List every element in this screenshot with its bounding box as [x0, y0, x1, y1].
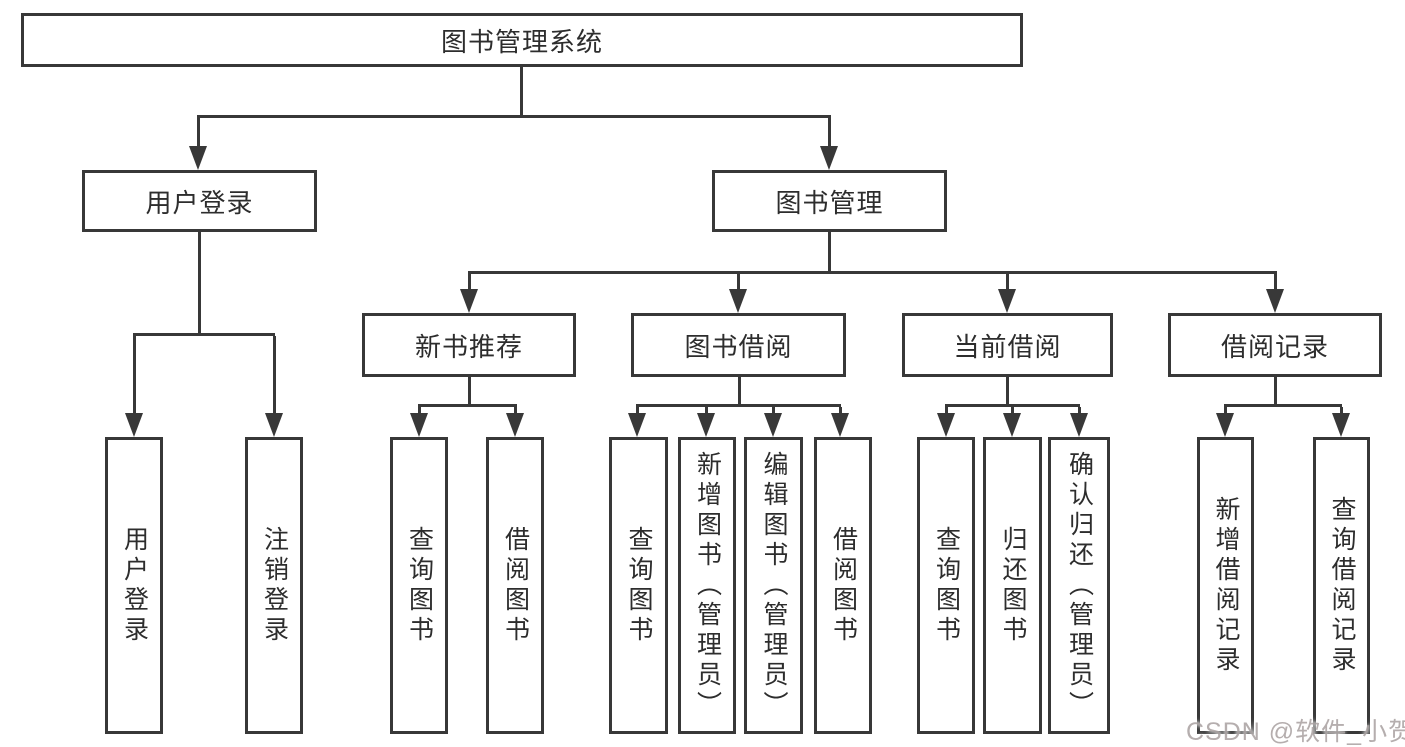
leaf-query-books-current: 查询图书: [917, 437, 975, 734]
leaf-query-books-recommend-label: 查询图书: [405, 525, 434, 646]
arrow-down-icon: [1070, 413, 1088, 437]
connector-user-leaf1-line: [133, 336, 136, 413]
leaf-logout-label: 注销登录: [260, 525, 289, 646]
arrow-down-icon: [1216, 413, 1234, 437]
connector-g1-leaf2-line: [514, 407, 517, 413]
connector-g4-leaf1-line: [1224, 407, 1227, 413]
node-new-book-recommend-label: 新书推荐: [414, 331, 523, 362]
connector-root-right-line: [828, 118, 831, 146]
node-borrow-records-label: 借阅记录: [1220, 331, 1329, 362]
leaf-add-borrow-record: 新增借阅记录: [1197, 437, 1254, 734]
connector-g1-bar: [418, 404, 517, 407]
node-book-management-label: 图书管理: [775, 187, 884, 218]
leaf-query-books-recommend: 查询图书: [390, 437, 448, 734]
leaf-confirm-return-admin: 确认归还（管理员）: [1048, 437, 1110, 734]
arrow-down-icon: [831, 413, 849, 437]
arrow-down-icon: [410, 413, 428, 437]
leaf-confirm-return-admin-label: 确认归还（管理员）: [1065, 450, 1094, 721]
arrow-down-icon: [125, 413, 143, 437]
node-book-borrow-label: 图书借阅: [684, 331, 793, 362]
connector-g2-leaf3-line: [772, 407, 775, 413]
leaf-return-book: 归还图书: [983, 437, 1042, 734]
connector-mgmt-g1-line: [468, 274, 471, 289]
connector-g4-stem: [1274, 377, 1277, 404]
leaf-edit-book-admin-label: 编辑图书（管理员）: [760, 450, 788, 721]
connector-mgmt-g4-line: [1274, 274, 1277, 289]
leaf-query-books-borrow: 查询图书: [609, 437, 668, 734]
arrow-down-icon: [820, 146, 838, 170]
node-borrow-records: 借阅记录: [1168, 313, 1382, 377]
connector-g4-leaf2-line: [1340, 407, 1343, 413]
connector-root-left-line: [197, 118, 200, 146]
leaf-add-book-admin-label: 新增图书（管理员）: [693, 450, 722, 721]
leaf-user-login-label: 用户登录: [120, 525, 149, 646]
arrow-down-icon: [1003, 413, 1021, 437]
node-root-label: 图书管理系统: [440, 26, 603, 57]
arrow-down-icon: [628, 413, 646, 437]
connector-mgmt-stem: [828, 232, 831, 271]
leaf-borrow-books-recommend-label: 借阅图书: [501, 525, 530, 646]
arrow-down-icon: [998, 289, 1016, 313]
arrow-down-icon: [506, 413, 524, 437]
connector-g2-leaf1-line: [636, 407, 639, 413]
arrow-down-icon: [729, 289, 747, 313]
connector-g1-stem: [468, 377, 471, 404]
arrow-down-icon: [1332, 413, 1350, 437]
arrow-down-icon: [764, 413, 782, 437]
leaf-return-book-label: 归还图书: [999, 525, 1027, 646]
node-current-borrow-label: 当前借阅: [953, 331, 1062, 362]
connector-g4-bar: [1224, 404, 1342, 407]
connector-mgmt-g3-line: [1006, 274, 1009, 289]
leaf-query-borrow-record-label: 查询借阅记录: [1328, 495, 1356, 676]
connector-g3-leaf3-line: [1078, 407, 1081, 413]
arrow-down-icon: [1266, 289, 1284, 313]
leaf-add-borrow-record-label: 新增借阅记录: [1212, 495, 1240, 676]
connector-g2-bar: [636, 404, 841, 407]
node-book-management: 图书管理: [712, 170, 947, 232]
node-root: 图书管理系统: [21, 13, 1023, 67]
connector-g3-stem: [1006, 377, 1009, 404]
leaf-edit-book-admin: 编辑图书（管理员）: [744, 437, 803, 734]
node-user-login-label: 用户登录: [145, 187, 254, 218]
leaf-logout: 注销登录: [245, 437, 303, 734]
connector-user-leaf2-line: [273, 336, 276, 413]
leaf-query-books-current-label: 查询图书: [932, 525, 961, 646]
connector-g3-leaf2-line: [1011, 407, 1014, 413]
leaf-borrow-books-label: 借阅图书: [829, 525, 858, 646]
arrow-down-icon: [265, 413, 283, 437]
connector-g3-bar: [945, 404, 1080, 407]
connector-g2-leaf2-line: [705, 407, 708, 413]
leaf-borrow-books-recommend: 借阅图书: [486, 437, 544, 734]
leaf-add-book-admin: 新增图书（管理员）: [678, 437, 736, 734]
leaf-query-borrow-record: 查询借阅记录: [1313, 437, 1370, 734]
connector-g3-leaf1-line: [945, 407, 948, 413]
node-current-borrow: 当前借阅: [902, 313, 1113, 377]
connector-root-stem: [520, 67, 523, 115]
connector-mgmt-bar: [468, 271, 1277, 274]
connector-user-bar: [133, 333, 275, 336]
arrow-down-icon: [189, 146, 207, 170]
node-book-borrow: 图书借阅: [631, 313, 846, 377]
arrow-down-icon: [937, 413, 955, 437]
node-new-book-recommend: 新书推荐: [362, 313, 576, 377]
connector-g2-stem: [738, 377, 741, 404]
arrow-down-icon: [697, 413, 715, 437]
arrow-down-icon: [460, 289, 478, 313]
connector-mgmt-g2-line: [737, 274, 740, 289]
node-user-login: 用户登录: [82, 170, 317, 232]
connector-g1-leaf1-line: [418, 407, 421, 413]
watermark: CSDN @软件_小贺同学: [1186, 718, 1405, 746]
connector-root-bar: [197, 115, 831, 118]
connector-g2-leaf4-line: [839, 407, 842, 413]
leaf-borrow-books: 借阅图书: [814, 437, 872, 734]
connector-user-stem: [198, 232, 201, 333]
leaf-query-books-borrow-label: 查询图书: [625, 525, 653, 646]
leaf-user-login: 用户登录: [105, 437, 163, 734]
